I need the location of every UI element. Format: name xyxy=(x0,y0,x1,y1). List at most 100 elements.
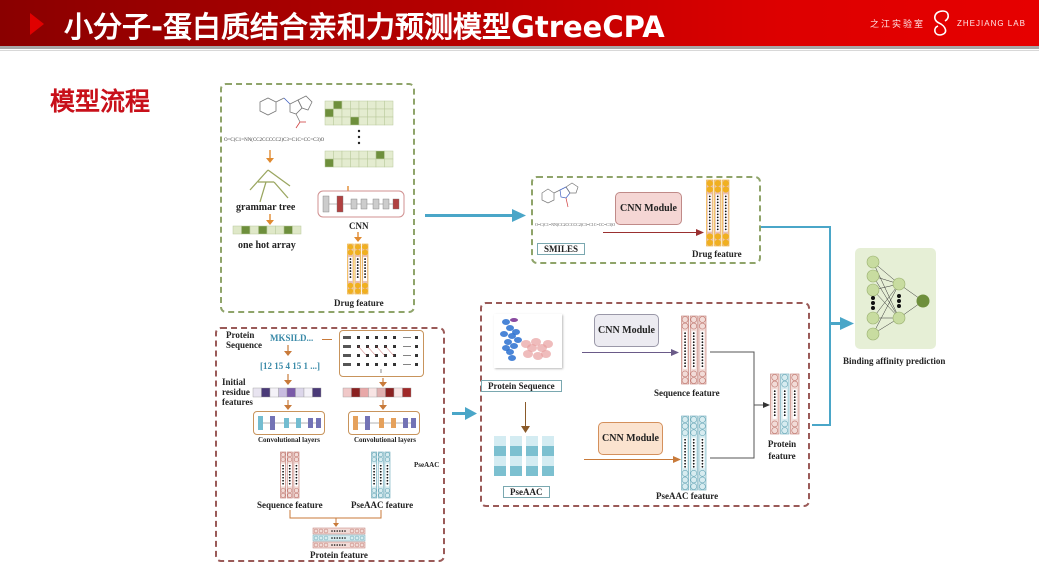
conv-layers-box-left xyxy=(253,411,325,435)
feature-node xyxy=(354,535,360,541)
ellipsis-dot xyxy=(783,393,786,396)
ellipsis-dot xyxy=(773,405,776,408)
ellipsis-dot xyxy=(692,332,695,335)
ellipsis-dot xyxy=(773,399,776,402)
ellipsis-dot xyxy=(708,198,711,201)
feature-node xyxy=(681,322,689,330)
nn-input-node xyxy=(866,255,880,269)
ellipsis-dot xyxy=(701,456,704,459)
feature-node xyxy=(354,542,360,548)
pseaac-cell xyxy=(494,456,506,466)
ellipsis-dot xyxy=(356,276,359,278)
matrix-cell xyxy=(375,108,385,118)
ellipsis-dot xyxy=(684,332,686,335)
ellipsis-dot xyxy=(692,453,695,456)
ellipsis-dot xyxy=(724,219,727,222)
ellipsis-dot xyxy=(364,264,366,266)
feature-gap xyxy=(355,257,360,281)
merge-connector xyxy=(289,510,382,527)
feature-node xyxy=(323,535,329,541)
ellipsis-dot xyxy=(716,198,719,201)
matrix-cell xyxy=(375,150,385,160)
nn-hidden-node xyxy=(892,311,906,325)
conv-layers-diagram xyxy=(353,416,416,430)
ellipsis-dot xyxy=(897,299,901,303)
ellipsis-dot xyxy=(716,201,719,204)
ellipsis-dot xyxy=(793,399,796,402)
matrix-cell xyxy=(341,108,351,118)
feature-node xyxy=(293,452,299,458)
cnn-label: CNN xyxy=(349,221,369,231)
cnn-module-pseaac: CNN Module xyxy=(598,422,663,455)
arrow-down-icon xyxy=(266,214,274,225)
ellipsis-dot xyxy=(386,479,389,482)
residue-cell xyxy=(286,387,296,398)
ellipsis-dot xyxy=(783,405,786,408)
ellipsis-dot xyxy=(336,530,338,532)
feature-node xyxy=(359,528,365,534)
residue-cell xyxy=(261,387,271,398)
row-label xyxy=(343,336,351,339)
header-divider-thin xyxy=(0,50,1039,51)
ellipsis-dot xyxy=(295,479,298,482)
matrix-link xyxy=(357,345,368,357)
feature-node xyxy=(378,488,384,493)
ellipsis-dot xyxy=(288,473,291,476)
ellipsis-dot xyxy=(716,213,719,216)
residue-cell xyxy=(252,387,262,398)
one-hot-cell xyxy=(292,225,302,235)
ellipsis-dot xyxy=(357,141,361,145)
ellipsis-dot xyxy=(386,482,389,485)
matrix-dot xyxy=(375,354,378,357)
pseaac-feature-label: PseAAC feature xyxy=(656,491,719,501)
matrix-cell xyxy=(324,100,334,110)
ellipsis-dot xyxy=(684,347,686,350)
feature-node xyxy=(371,488,377,493)
ellipsis-dot xyxy=(386,467,389,470)
ellipsis-dot xyxy=(349,267,352,269)
ellipsis-dot xyxy=(373,473,375,476)
ellipsis-dot xyxy=(701,465,704,468)
ellipsis-dot xyxy=(357,129,361,133)
ellipsis-dot xyxy=(716,219,719,222)
feature-node xyxy=(293,488,299,493)
feature-node xyxy=(781,374,789,381)
residue-cell xyxy=(303,387,313,398)
matrix-dot xyxy=(357,354,360,357)
conv-layer xyxy=(316,418,321,428)
ellipsis-dot xyxy=(793,393,796,396)
neural-network-icon xyxy=(866,255,930,341)
ellipsis-dot xyxy=(783,414,786,417)
feature-node xyxy=(714,239,721,246)
feature-node xyxy=(690,316,698,323)
protein-feature-label: Protein feature xyxy=(310,550,368,560)
feature-node xyxy=(690,416,698,423)
ellipsis-dot xyxy=(364,261,366,263)
flow-line xyxy=(829,322,844,325)
one-hot-cell xyxy=(275,225,285,235)
matrix-link xyxy=(366,345,377,357)
protein-feature-matrix xyxy=(312,527,366,549)
matrix-cell xyxy=(341,116,351,126)
ellipsis-dot xyxy=(341,530,344,532)
one-hot-cell xyxy=(232,225,242,235)
ellipsis-dot xyxy=(684,350,686,353)
ellipsis-dot xyxy=(295,464,298,467)
ellipsis-dot xyxy=(379,476,382,479)
ellipsis-dot xyxy=(339,544,341,546)
nn-input-node xyxy=(866,311,880,325)
ellipsis-dot xyxy=(282,464,284,467)
matrix-cell xyxy=(333,150,343,160)
matrix-dot xyxy=(366,354,369,357)
ellipsis-dot xyxy=(773,393,776,396)
ellipsis-dot xyxy=(871,301,875,305)
matrix-cell xyxy=(358,116,368,126)
ellipsis-dot xyxy=(684,450,686,453)
ellipsis-dot xyxy=(349,258,352,260)
conv-layers-label-right: Convolutional layers xyxy=(354,436,417,444)
feature-node xyxy=(681,377,689,384)
matrix-cell xyxy=(384,158,394,168)
ellipsis-dot xyxy=(716,216,719,219)
smiles-string: O=C(C1=NN(CC2CCCCC2)C3=C1C=CC=C3)O xyxy=(535,222,616,227)
feature-node xyxy=(690,422,698,430)
